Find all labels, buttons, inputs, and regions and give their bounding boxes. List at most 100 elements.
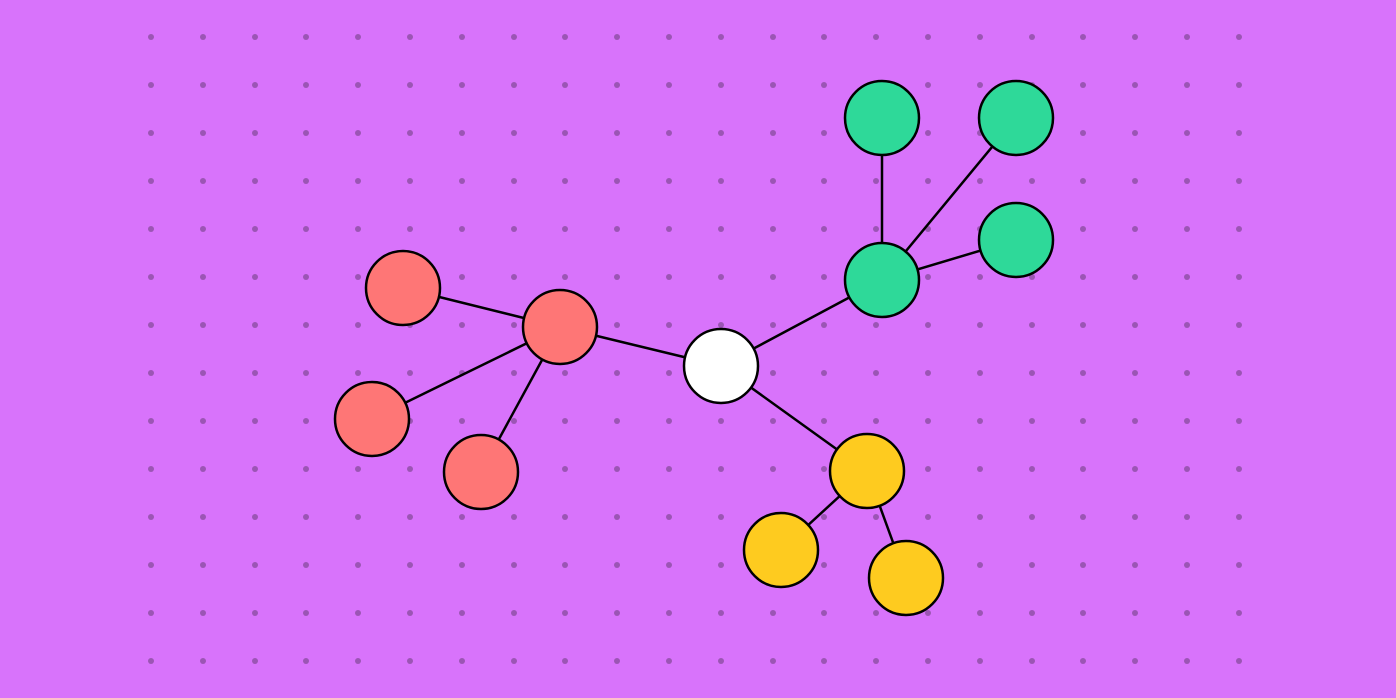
grid-dot [1184, 370, 1190, 376]
grid-dot [821, 466, 827, 472]
grid-dot [1236, 610, 1242, 616]
grid-dot [925, 418, 931, 424]
grid-dot [873, 418, 879, 424]
grid-dot [718, 82, 724, 88]
grid-dot [511, 322, 517, 328]
grid-dot [718, 514, 724, 520]
grid-dot [977, 610, 983, 616]
grid-dot [1080, 562, 1086, 568]
grid-dot [200, 610, 206, 616]
grid-dot [459, 610, 465, 616]
grid-dot [1080, 370, 1086, 376]
grid-dot [459, 34, 465, 40]
grid-dot [1080, 226, 1086, 232]
node-green-leaf-2 [977, 79, 1055, 157]
grid-dot [148, 658, 154, 664]
grid-dot [718, 274, 724, 280]
grid-dot [873, 370, 879, 376]
grid-dot [1236, 274, 1242, 280]
grid-dot [1080, 178, 1086, 184]
grid-dot [1080, 34, 1086, 40]
grid-dot [1080, 658, 1086, 664]
grid-dot [562, 178, 568, 184]
grid-dot [252, 178, 258, 184]
grid-dot [925, 610, 931, 616]
grid-dot [303, 418, 309, 424]
node-red-leaf-2 [333, 380, 411, 458]
grid-dot [200, 514, 206, 520]
grid-dot [1236, 130, 1242, 136]
grid-dot [1029, 274, 1035, 280]
grid-dot [1132, 130, 1138, 136]
grid-dot [511, 82, 517, 88]
grid-dot [770, 34, 776, 40]
grid-dot [562, 658, 568, 664]
grid-dot [252, 34, 258, 40]
grid-dot [148, 562, 154, 568]
grid-dot [407, 82, 413, 88]
grid-dot [770, 610, 776, 616]
grid-dot [200, 82, 206, 88]
node-green-hub [843, 241, 921, 319]
grid-dot [1184, 466, 1190, 472]
grid-dot [148, 130, 154, 136]
grid-dot [1184, 226, 1190, 232]
grid-dot [666, 226, 672, 232]
nodes-layer [333, 79, 1055, 617]
grid-dot [148, 514, 154, 520]
grid-dot [666, 370, 672, 376]
grid-dot [200, 466, 206, 472]
grid-dot [355, 610, 361, 616]
grid-dot [925, 322, 931, 328]
grid-dot [407, 562, 413, 568]
grid-dot [303, 274, 309, 280]
grid-dot [1132, 322, 1138, 328]
grid-dot [200, 34, 206, 40]
grid-dot [355, 322, 361, 328]
grid-dot [977, 274, 983, 280]
grid-dot [303, 34, 309, 40]
grid-dot [407, 466, 413, 472]
grid-dot [821, 418, 827, 424]
grid-dot [407, 34, 413, 40]
grid-dot [459, 130, 465, 136]
grid-dot [200, 226, 206, 232]
grid-dot [1132, 658, 1138, 664]
grid-dot [148, 466, 154, 472]
grid-dot [614, 274, 620, 280]
grid-dot [355, 370, 361, 376]
grid-dot [252, 322, 258, 328]
grid-dot [873, 610, 879, 616]
grid-dot [1080, 274, 1086, 280]
grid-dot [1029, 610, 1035, 616]
grid-dot [718, 226, 724, 232]
grid-dot [511, 178, 517, 184]
grid-dot [925, 658, 931, 664]
grid-dot [873, 658, 879, 664]
grid-dot [1184, 130, 1190, 136]
grid-dot [873, 514, 879, 520]
grid-dot [355, 466, 361, 472]
grid-dot [925, 178, 931, 184]
grid-dot [1132, 82, 1138, 88]
grid-dot [925, 34, 931, 40]
node-green-leaf-3 [977, 201, 1055, 279]
grid-dot [614, 418, 620, 424]
grid-dot [873, 178, 879, 184]
grid-dot [1080, 514, 1086, 520]
grid-dot [1080, 82, 1086, 88]
grid-dot [1236, 418, 1242, 424]
grid-dot [200, 130, 206, 136]
grid-dot [821, 130, 827, 136]
grid-dot [1236, 562, 1242, 568]
grid-dot [1080, 322, 1086, 328]
grid-dot [666, 514, 672, 520]
grid-dot [666, 274, 672, 280]
node-green-leaf-1 [843, 79, 921, 157]
grid-dot [1184, 562, 1190, 568]
grid-dot [1236, 82, 1242, 88]
grid-dot [252, 226, 258, 232]
grid-dot [718, 34, 724, 40]
grid-dot [355, 178, 361, 184]
grid-dot [614, 322, 620, 328]
